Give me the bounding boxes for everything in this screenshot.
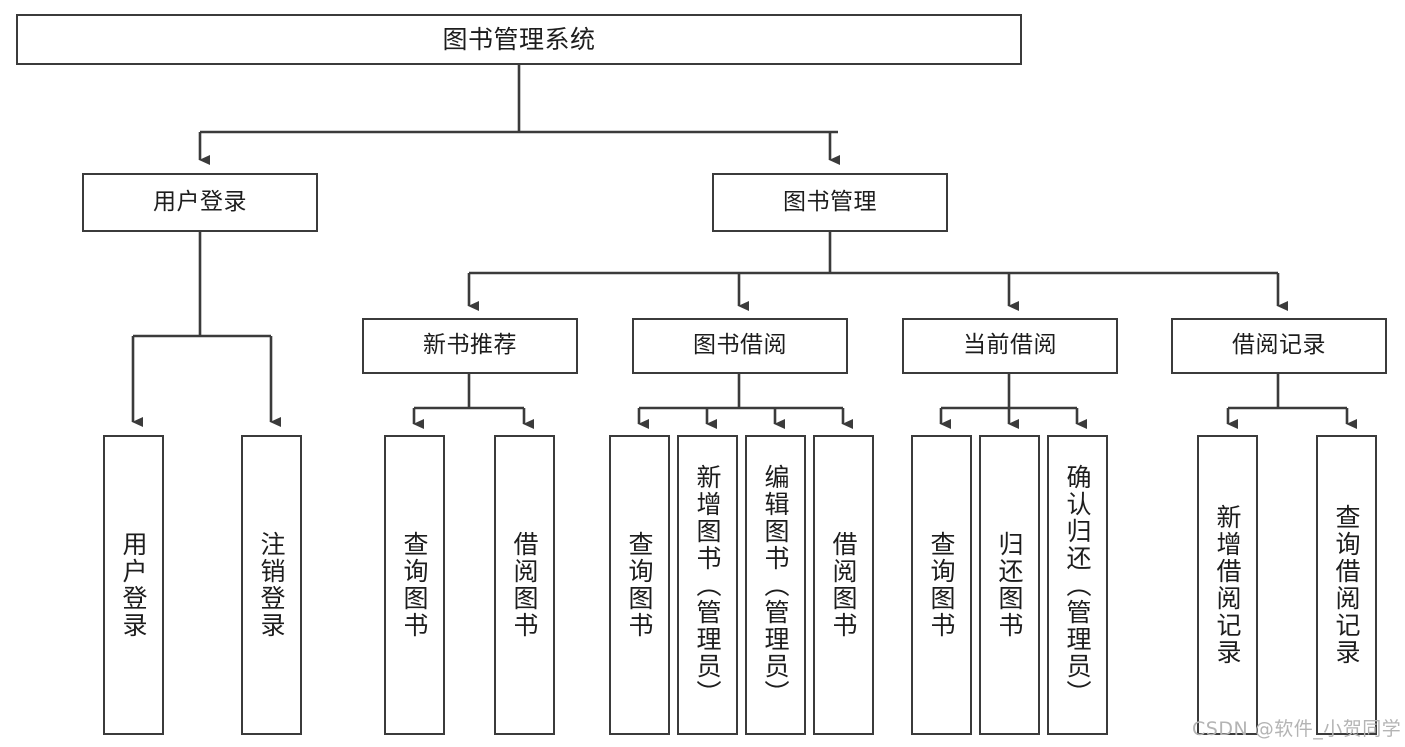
node-leaf-user-login[interactable]: 用户登录 [103,435,164,735]
node-user-login[interactable]: 用户登录 [82,173,318,232]
node-book-borrow[interactable]: 图书借阅 [632,318,848,374]
node-leaf-edit-book-label: 编辑图书（管理员） [761,463,790,707]
node-leaf-query-book-2-label: 查询图书 [625,531,654,639]
node-leaf-borrow-book-2-label: 借阅图书 [829,531,858,639]
node-leaf-borrow-book-2[interactable]: 借阅图书 [813,435,874,735]
node-leaf-query-record[interactable]: 查询借阅记录 [1316,435,1377,735]
node-user-login-label: 用户登录 [153,188,247,215]
node-leaf-query-record-label: 查询借阅记录 [1332,504,1361,666]
node-current-borrow[interactable]: 当前借阅 [902,318,1118,374]
node-leaf-borrow-book-1-label: 借阅图书 [510,531,539,639]
node-root-label: 图书管理系统 [442,24,596,54]
node-leaf-query-book-1-label: 查询图书 [400,531,429,639]
node-leaf-return-book-label: 归还图书 [995,531,1024,639]
node-leaf-query-book-1[interactable]: 查询图书 [384,435,445,735]
node-leaf-edit-book[interactable]: 编辑图书（管理员） [745,435,806,735]
node-leaf-borrow-book-1[interactable]: 借阅图书 [494,435,555,735]
node-leaf-add-record[interactable]: 新增借阅记录 [1197,435,1258,735]
node-leaf-logout-label: 注销登录 [257,531,286,639]
node-book-borrow-label: 图书借阅 [693,332,787,359]
node-leaf-confirm-return[interactable]: 确认归还（管理员） [1047,435,1108,735]
node-leaf-query-book-2[interactable]: 查询图书 [609,435,670,735]
node-borrow-record[interactable]: 借阅记录 [1171,318,1387,374]
node-leaf-user-login-label: 用户登录 [119,531,148,639]
node-leaf-add-record-label: 新增借阅记录 [1213,504,1242,666]
node-new-book-recommend[interactable]: 新书推荐 [362,318,578,374]
node-new-book-recommend-label: 新书推荐 [423,332,517,359]
node-leaf-add-book[interactable]: 新增图书（管理员） [677,435,738,735]
node-current-borrow-label: 当前借阅 [963,332,1057,359]
node-root[interactable]: 图书管理系统 [16,14,1022,65]
node-leaf-query-book-3-label: 查询图书 [927,531,956,639]
node-book-manage[interactable]: 图书管理 [712,173,948,232]
node-leaf-logout[interactable]: 注销登录 [241,435,302,735]
node-leaf-query-book-3[interactable]: 查询图书 [911,435,972,735]
node-book-manage-label: 图书管理 [783,188,877,215]
node-leaf-confirm-return-label: 确认归还（管理员） [1063,463,1092,707]
node-borrow-record-label: 借阅记录 [1232,332,1326,359]
csdn-watermark: CSDN @软件_小贺同学 [1192,718,1402,740]
node-leaf-add-book-label: 新增图书（管理员） [693,463,722,707]
node-leaf-return-book[interactable]: 归还图书 [979,435,1040,735]
